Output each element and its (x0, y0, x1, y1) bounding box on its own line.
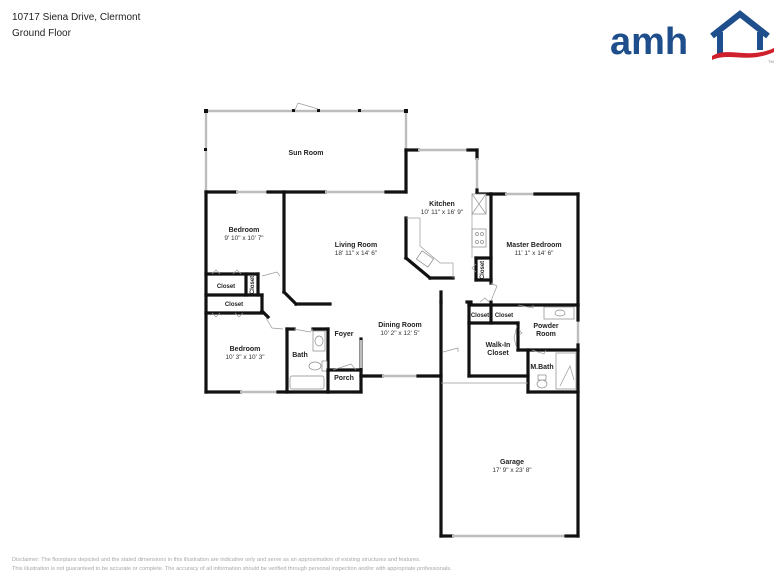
sun-room-label: Sun Room (289, 150, 324, 157)
bath-label: Bath (292, 352, 308, 359)
master-bedroom-label: Master Bedroom (506, 242, 561, 249)
closet-master-a-label: Closet (471, 313, 489, 319)
closet-small-label: Closet (250, 276, 256, 294)
porch-label: Porch (334, 375, 354, 382)
living-room-label: Living Room (335, 242, 377, 249)
walk-in-closet-label-2: Closet (487, 350, 509, 357)
walk-in-closet-label-1: Walk-In (486, 342, 511, 349)
kitchen-dims: 10' 11" x 16' 9" (421, 209, 464, 216)
dining-room-label: Dining Room (378, 322, 422, 329)
sun-room-walls (204, 102, 408, 194)
bedroom1-label: Bedroom (229, 227, 260, 234)
master-bedroom-dims: 11' 1" x 14' 6" (515, 250, 554, 257)
red-swoosh-icon (712, 48, 774, 60)
garage-dims: 17' 9" x 23' 8" (492, 467, 532, 474)
closet2-label: Closet (225, 302, 243, 308)
master-bath-label: M.Bath (530, 364, 553, 371)
kitchen-label: Kitchen (429, 201, 455, 208)
living-room-dims: 18' 11" x 14' 6" (335, 250, 378, 257)
amh-logo: amh TM (610, 10, 774, 64)
closet-master-b-label: Closet (495, 313, 513, 319)
house-roof-icon (710, 10, 770, 54)
foyer-label: Foyer (334, 331, 353, 338)
disclaimer-line-2: This illustration is not guaranteed to b… (12, 566, 452, 572)
trademark-mark: TM (768, 59, 774, 64)
powder-room-label-2: Room (536, 331, 556, 338)
closet1-label: Closet (217, 284, 235, 290)
bedroom1-dims: 9' 10" x 10' 7" (224, 235, 264, 242)
powder-room-label-1: Powder (533, 323, 559, 330)
bedroom2-dims: 10' 3" x 10' 3" (225, 354, 265, 361)
bedroom2-label: Bedroom (230, 346, 261, 353)
floor-label: Ground Floor (12, 28, 71, 39)
property-address: 10717 Siena Drive, Clermont (12, 12, 141, 23)
garage-label: Garage (500, 459, 524, 466)
kitchen-closet-label: Closet (480, 261, 486, 279)
disclaimer-line-1: Disclaimer: The floorplans depicted and … (12, 557, 421, 563)
sun-room-door-icon (294, 102, 319, 111)
logo-text: amh (610, 21, 688, 63)
dining-room-dims: 10' 2" x 12' 5" (380, 330, 420, 337)
